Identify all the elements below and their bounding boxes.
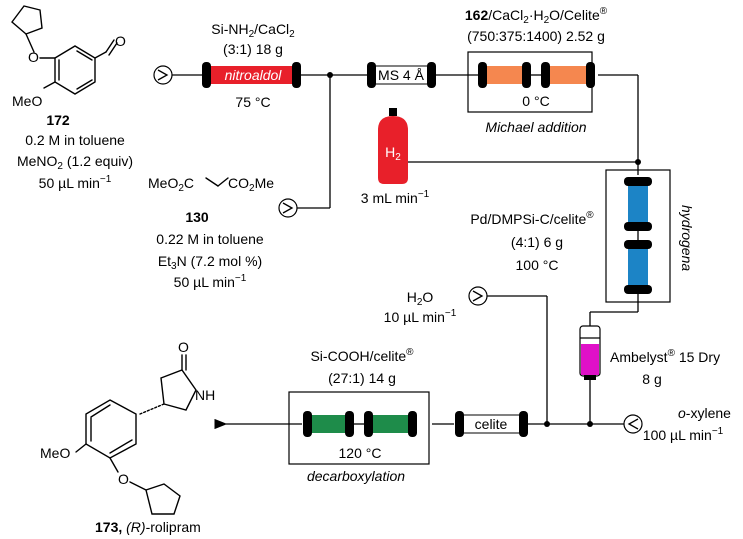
pump-172 <box>153 65 173 85</box>
decarboxylation-ratio: (27:1) 14 g <box>328 370 396 386</box>
hydrogenation-frame <box>605 169 671 303</box>
xylene-flow: 100 µL min−1 <box>643 426 724 443</box>
decarboxylation-frame <box>288 391 430 465</box>
compound-130-bond-b <box>217 177 229 187</box>
nitroaldol-reactor <box>202 62 301 88</box>
michael-temp: 0 °C <box>522 93 549 109</box>
compound-172-structure <box>11 5 118 95</box>
xylene-label: o-xylene <box>678 405 731 421</box>
water-flow: 10 µL min−1 <box>384 308 457 325</box>
pump-xylene <box>623 414 643 434</box>
rolipram-meo: MeO <box>40 445 70 461</box>
hydrogenation-ratio: (4:1) 6 g <box>511 234 563 250</box>
h2-label: H2 <box>385 144 401 163</box>
rolipram-caption: 173, (R)-rolipram <box>95 519 201 535</box>
nitroaldol-temp: 75 °C <box>235 94 270 110</box>
ms-label: MS 4 Å <box>378 67 425 83</box>
compound-130-conc: 0.22 M in toluene <box>156 231 264 247</box>
compound-130-bond-a <box>205 177 219 187</box>
h2-cylinder <box>378 108 408 184</box>
water-label: H2O <box>407 289 434 308</box>
michael-reactor-2 <box>541 62 595 88</box>
ambelyst-cartridge <box>579 325 601 380</box>
rolipram-structure <box>75 354 197 515</box>
rolipram-ring-o: O <box>118 471 129 487</box>
celite-label: celite <box>475 416 508 432</box>
hydrogenation-reactor-1 <box>624 177 652 231</box>
compound-130-flow: 50 µL min−1 <box>174 273 247 290</box>
nitroaldol-label: nitroaldol <box>225 67 283 83</box>
h2-flow: 3 mL min−1 <box>361 189 430 206</box>
michael-reactor-1 <box>478 62 531 88</box>
compound-130-base: Et3N (7.2 mol %) <box>158 253 262 272</box>
compound-172-ring-o: O <box>28 49 39 65</box>
compound-172-conc: 0.2 M in toluene <box>25 132 125 148</box>
compound-172-flow: 50 µL min−1 <box>39 174 112 191</box>
hydrogenation-catalyst: Pd/DMPSi-C/celite® <box>470 210 594 227</box>
rolipram-nh: NH <box>195 387 215 403</box>
michael-ratio: (750:375:1400) 2.52 g <box>467 28 605 44</box>
hydrogenation-temp: 100 °C <box>516 257 559 273</box>
compound-172-aldehyde-o: O <box>115 33 126 49</box>
ms-column <box>367 62 436 88</box>
decarboxylation-label: decarboxylation <box>307 468 405 484</box>
decarboxylation-reagent: Si-COOH/celite® <box>310 347 414 364</box>
decarboxylation-reactor-2 <box>364 411 417 437</box>
compound-172-id: 172 <box>46 112 70 128</box>
decarboxylation-reactor-1 <box>303 411 354 437</box>
ambelyst-mass: 8 g <box>642 371 661 387</box>
compound-172-reagent: MeNO2 (1.2 equiv) <box>17 153 133 172</box>
nitroaldol-ratio: (3:1) 18 g <box>223 41 283 57</box>
ambelyst-label: Ambelyst® 15 Dry <box>610 348 720 365</box>
compound-172-meo: MeO <box>12 93 42 109</box>
michael-reagent: 162/CaCl2·H2O/Celite® <box>465 6 608 26</box>
hydrogenation-reactor-2 <box>624 240 652 294</box>
compound-130-id: 130 <box>185 209 209 225</box>
celite-column <box>455 411 528 437</box>
nitroaldol-reagent: Si-NH2/CaCl2 <box>211 21 295 40</box>
hydrogenation-label: hydrogena <box>679 205 695 271</box>
michael-label: Michael addition <box>485 119 586 135</box>
flow-lines <box>172 72 641 430</box>
pump-water <box>468 286 488 306</box>
decarboxylation-temp: 120 °C <box>339 445 382 461</box>
pump-130 <box>278 198 298 218</box>
compound-130-ester: CO2Me <box>228 175 274 194</box>
rolipram-lactam-o: O <box>178 339 189 355</box>
compound-130-structure: MeO2C <box>148 175 194 194</box>
